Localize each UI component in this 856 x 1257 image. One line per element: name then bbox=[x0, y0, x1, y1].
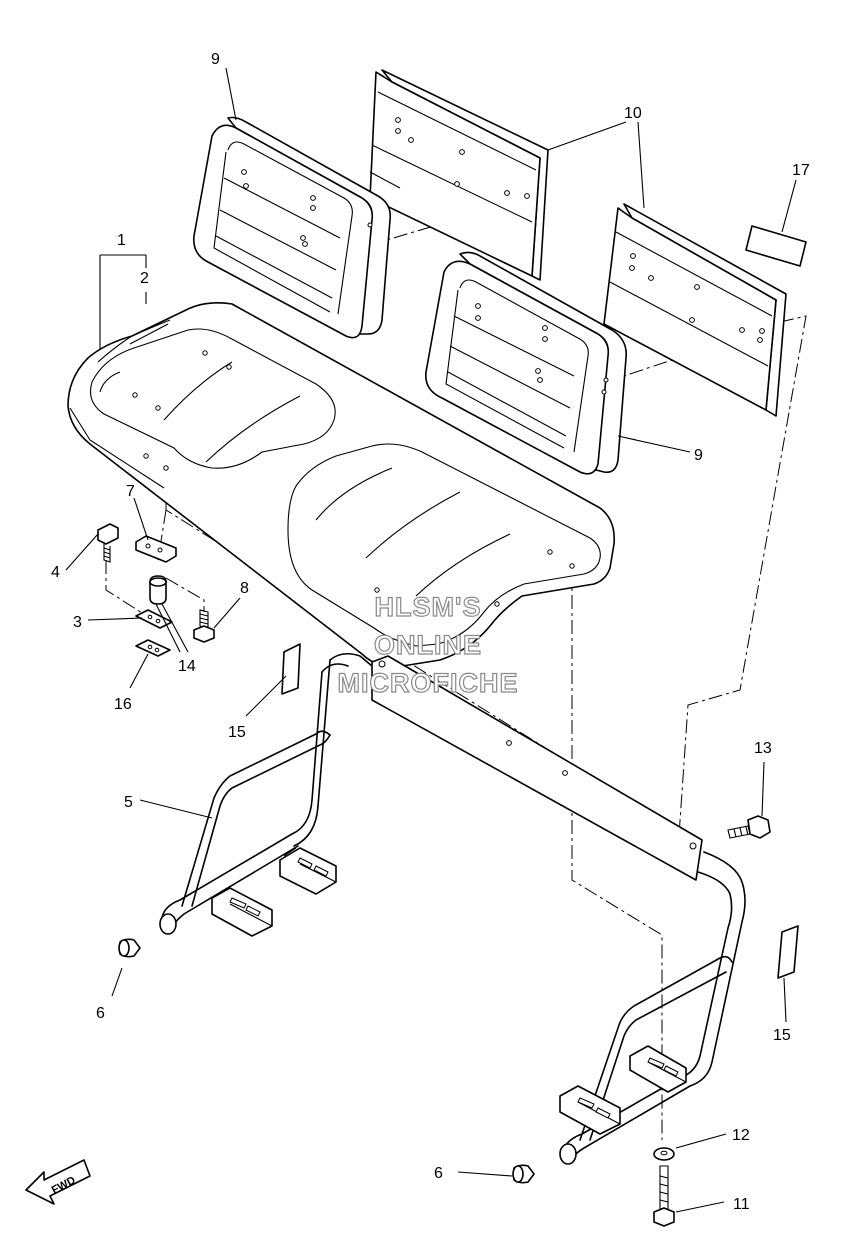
callout-2: 2 bbox=[140, 270, 149, 287]
label-plate bbox=[745, 225, 807, 267]
washer-12 bbox=[653, 1147, 675, 1161]
watermark: HLSM'S ONLINE MICROFICHE bbox=[337, 591, 519, 698]
callout-8: 8 bbox=[240, 580, 249, 597]
end-cap-right bbox=[512, 1164, 535, 1184]
leader-lines bbox=[65, 67, 797, 1213]
callout-5: 5 bbox=[124, 794, 133, 811]
callout-numbers: 1 2 3 4 5 6 6 7 8 9 9 10 11 12 13 14 15 … bbox=[51, 51, 810, 1213]
backrest-cushion-left bbox=[192, 116, 392, 339]
rear-support-panel bbox=[371, 655, 703, 881]
bolt-8 bbox=[193, 609, 215, 643]
seat-frame-right bbox=[559, 851, 746, 1165]
callout-9-lower: 9 bbox=[694, 447, 703, 464]
callout-16: 16 bbox=[114, 696, 132, 713]
callout-4: 4 bbox=[51, 564, 60, 581]
watermark-line-3: MICROFICHE bbox=[338, 668, 519, 698]
seat-cushion bbox=[67, 302, 616, 669]
callout-1: 1 bbox=[117, 232, 126, 249]
backrest-cushion-right bbox=[425, 251, 628, 475]
bolt-13 bbox=[727, 815, 771, 839]
bolt-11 bbox=[653, 1165, 675, 1227]
collar-14 bbox=[149, 575, 167, 605]
callout-15-right: 15 bbox=[773, 1027, 791, 1044]
callout-7: 7 bbox=[126, 483, 135, 500]
callout-13: 13 bbox=[754, 740, 772, 757]
watermark-line-1: HLSM'S bbox=[375, 592, 482, 622]
callout-6-left: 6 bbox=[96, 1005, 105, 1022]
callout-10: 10 bbox=[624, 105, 642, 122]
backrest-panel-upper bbox=[369, 69, 549, 281]
callout-14: 14 bbox=[178, 658, 196, 675]
callout-12: 12 bbox=[732, 1127, 750, 1144]
caution-label-right bbox=[777, 925, 799, 979]
callout-15-left: 15 bbox=[228, 724, 246, 741]
seat-frame-left bbox=[159, 652, 373, 937]
watermark-line-2: ONLINE bbox=[374, 630, 482, 660]
forward-arrow-icon: FWD bbox=[25, 1159, 91, 1205]
callout-6-right: 6 bbox=[434, 1165, 443, 1182]
callout-9-upper: 9 bbox=[211, 51, 220, 68]
bolt-4 bbox=[97, 523, 119, 563]
hinge-bracket bbox=[135, 535, 177, 563]
plate-16 bbox=[135, 639, 171, 657]
callout-3: 3 bbox=[73, 614, 82, 631]
callout-17: 17 bbox=[792, 162, 810, 179]
end-cap-left bbox=[118, 938, 141, 958]
backrest-panel-right bbox=[603, 203, 787, 417]
callout-11: 11 bbox=[733, 1196, 750, 1213]
caution-label-left bbox=[281, 643, 301, 695]
